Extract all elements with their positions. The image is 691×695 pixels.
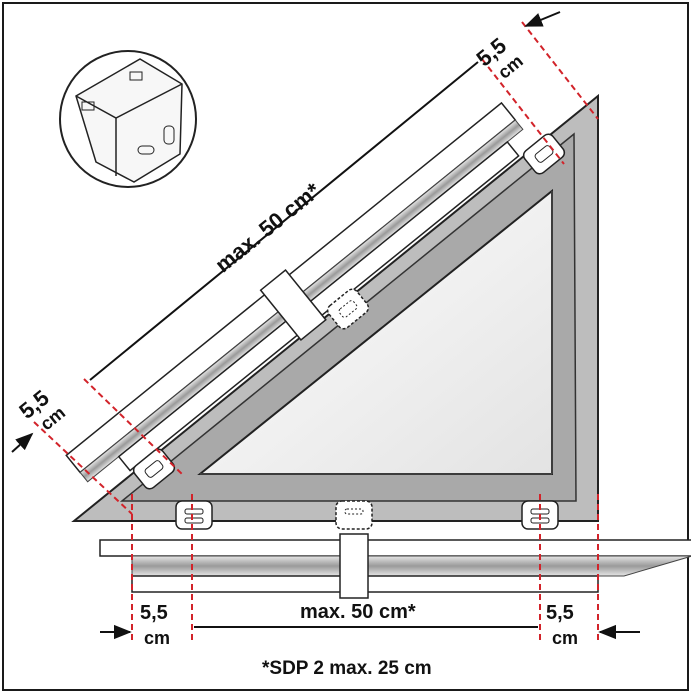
- bottom-right-measure-value: 5,5: [546, 602, 574, 624]
- bracket-bottom-center: [335, 500, 373, 530]
- top-measure-label-group: 5,5 cm: [472, 33, 527, 83]
- bracket-detail-inset: [59, 50, 197, 188]
- bottom-blind-rail: [99, 533, 691, 599]
- bracket-diagonal-mid: [326, 288, 370, 330]
- bottom-left-measure-value: 5,5: [140, 602, 168, 624]
- diagonal-blind-rail: [65, 101, 524, 483]
- bottom-right-measure-unit: cm: [552, 628, 578, 648]
- bracket-bottom-left: [175, 500, 213, 530]
- installation-diagram: max. 50 cm* 5,5 cm 5,5 cm 5,5 cm max. 50…: [11, 11, 691, 679]
- bottom-left-measure-unit: cm: [144, 628, 170, 648]
- dimension-arrows: [11, 11, 640, 640]
- bottom-center-measure-label: max. 50 cm*: [300, 601, 416, 623]
- footnote-label: *SDP 2 max. 25 cm: [262, 658, 432, 679]
- left-measure-label-group: 5,5 cm: [14, 385, 69, 434]
- dimension-guides-diagonal: [33, 21, 599, 515]
- bracket-diagonal-bottom: [132, 448, 176, 490]
- dimension-guides-bottom: [131, 494, 599, 644]
